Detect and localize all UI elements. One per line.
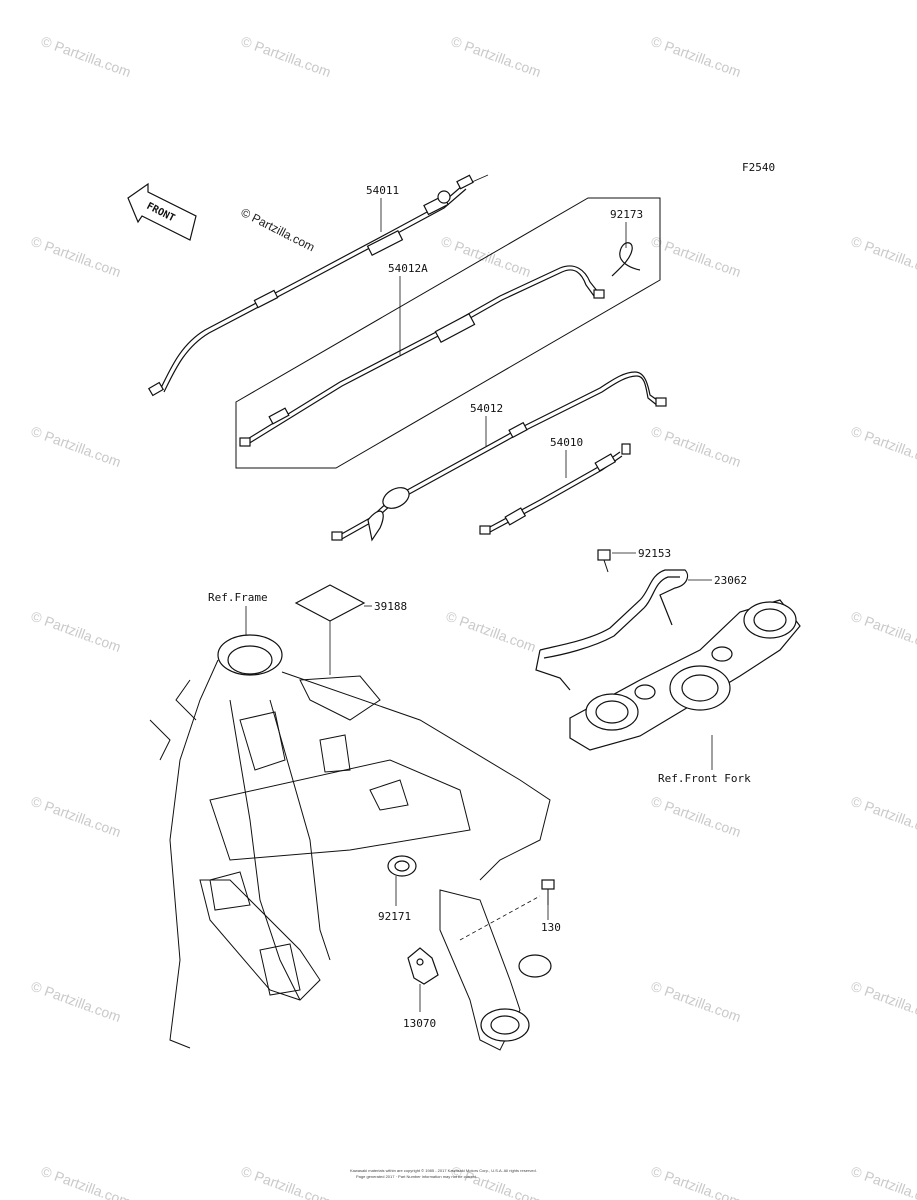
clip-92173[interactable] bbox=[611, 242, 641, 277]
watermark: © Partzilla.com bbox=[849, 1163, 917, 1200]
watermark: © Partzilla.com bbox=[649, 423, 743, 470]
part-label-23062[interactable]: 23062 bbox=[714, 574, 747, 587]
front-arrow-icon: FRONT bbox=[127, 182, 197, 241]
part-label-13070[interactable]: 13070 bbox=[403, 1017, 436, 1030]
footer-copyright: Kawasaki materials within are copyright … bbox=[350, 1168, 537, 1173]
ref-frame: Ref.Frame bbox=[208, 591, 268, 604]
assembly-box bbox=[235, 197, 661, 469]
watermark: © Partzilla.com bbox=[29, 978, 123, 1025]
watermark: © Partzilla.com bbox=[39, 33, 133, 80]
cable-54012a[interactable] bbox=[239, 265, 605, 447]
watermark: © Partzilla.com bbox=[849, 978, 917, 1025]
part-label-92153[interactable]: 92153 bbox=[638, 547, 671, 560]
watermark: © Partzilla.com bbox=[449, 33, 543, 80]
watermark: © Partzilla.com bbox=[29, 233, 123, 280]
clamp-92171[interactable] bbox=[387, 855, 417, 877]
part-label-54011[interactable]: 54011 bbox=[366, 184, 399, 197]
watermark: © Partzilla.com bbox=[29, 608, 123, 655]
watermark: © Partzilla.com bbox=[649, 233, 743, 280]
watermark: © Partzilla.com bbox=[849, 793, 917, 840]
label-39188[interactable] bbox=[294, 584, 366, 622]
copyright-stamp: © Partzilla.com bbox=[239, 205, 317, 254]
watermark: © Partzilla.com bbox=[849, 608, 917, 655]
watermark: © Partzilla.com bbox=[649, 978, 743, 1025]
part-label-54010[interactable]: 54010 bbox=[550, 436, 583, 449]
triple-clamp-ref bbox=[569, 599, 801, 751]
part-label-54012[interactable]: 54012 bbox=[470, 402, 503, 415]
footer-note: Page generated 2017 · Part Number inform… bbox=[356, 1174, 477, 1179]
bracket-13070[interactable] bbox=[407, 947, 439, 985]
watermark: © Partzilla.com bbox=[649, 33, 743, 80]
watermark: © Partzilla.com bbox=[239, 33, 333, 80]
part-label-92173[interactable]: 92173 bbox=[610, 208, 643, 221]
part-label-39188[interactable]: 39188 bbox=[374, 600, 407, 613]
watermark: © Partzilla.com bbox=[439, 233, 533, 280]
cable-54012[interactable] bbox=[331, 371, 667, 542]
cable-54011[interactable] bbox=[147, 174, 489, 397]
watermark: © Partzilla.com bbox=[29, 793, 123, 840]
bolt-92153[interactable] bbox=[597, 549, 611, 573]
watermark: © Partzilla.com bbox=[39, 1163, 133, 1200]
part-label-54012a[interactable]: 54012A bbox=[388, 262, 428, 275]
watermark: © Partzilla.com bbox=[849, 233, 917, 280]
watermark: © Partzilla.com bbox=[849, 423, 917, 470]
cable-54010[interactable] bbox=[479, 443, 631, 535]
watermark: © Partzilla.com bbox=[239, 1163, 333, 1200]
watermark: © Partzilla.com bbox=[444, 608, 538, 655]
watermark: © Partzilla.com bbox=[29, 423, 123, 470]
watermark: © Partzilla.com bbox=[649, 1163, 743, 1200]
frame-ref bbox=[149, 634, 552, 1051]
part-label-130[interactable]: 130 bbox=[541, 921, 561, 934]
watermark: © Partzilla.com bbox=[649, 793, 743, 840]
bracket-23062[interactable] bbox=[535, 569, 689, 691]
ref-front-fork: Ref.Front Fork bbox=[658, 772, 751, 785]
diagram-code: F2540 bbox=[742, 161, 775, 174]
bolt-130[interactable] bbox=[541, 879, 555, 905]
part-label-92171[interactable]: 92171 bbox=[378, 910, 411, 923]
